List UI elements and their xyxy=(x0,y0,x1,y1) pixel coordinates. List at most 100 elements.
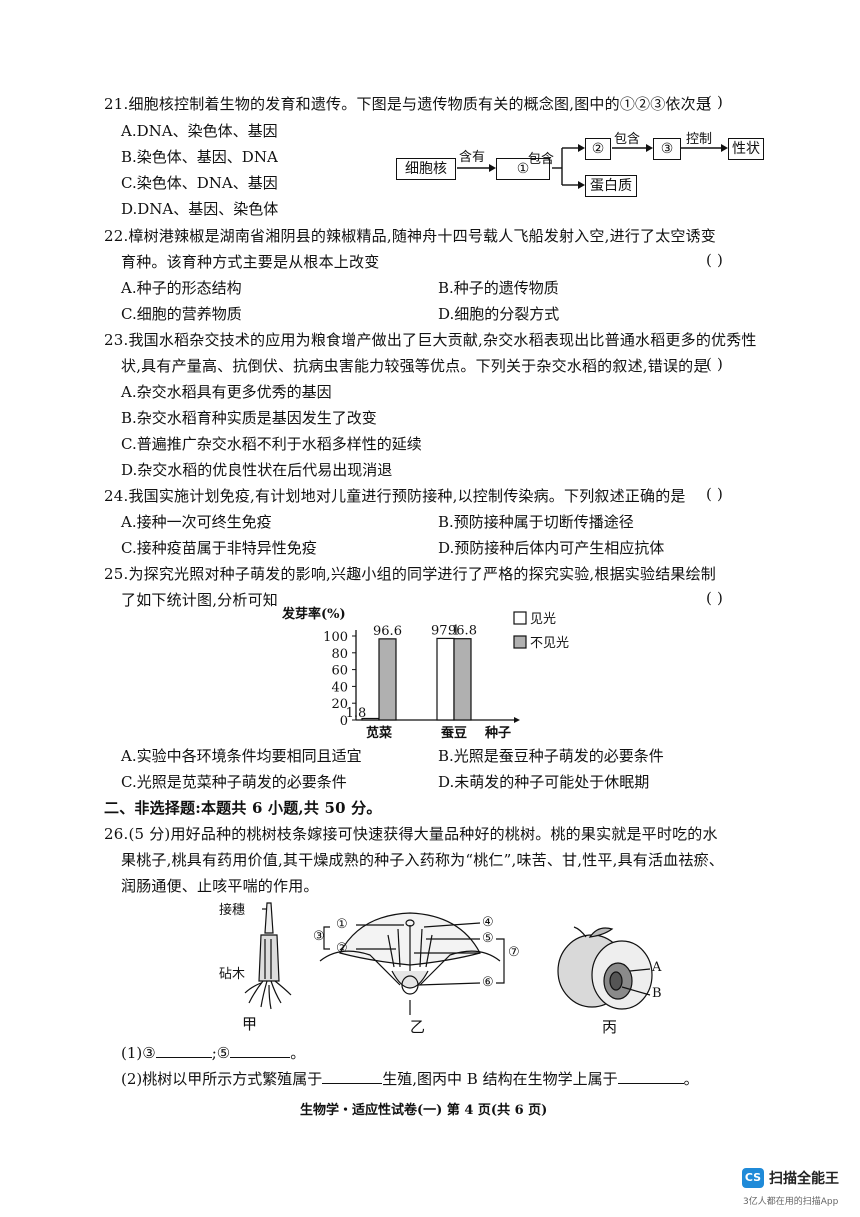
flower-illustration xyxy=(319,912,505,1015)
peach-label-b: B xyxy=(652,986,662,1001)
flower-label-3: ③ xyxy=(313,929,325,944)
q24-stem: 24.我国实施计划免疫,有计划地对儿童进行预防接种,以控制传染病。下列叙述正确的… xyxy=(104,487,686,505)
q26-sub2-part1: (2)桃树以甲所示方式繁殖属于 xyxy=(121,1070,323,1088)
contains-label-2: 包含 xyxy=(528,152,555,167)
data-label: 1.8 xyxy=(346,706,367,721)
flower-label-6: ⑥ xyxy=(482,975,494,990)
grafting-illustration xyxy=(244,902,292,1010)
protein-box: 蛋白质 xyxy=(585,175,637,197)
legend-swatch-见光 xyxy=(513,611,527,625)
q26-stem-line2: 果桃子,桃具有药用价值,其干燥成熟的种子入药称为“桃仁”,味苦、甘,性平,具有活… xyxy=(121,851,724,869)
y-tick-label: 0 xyxy=(340,714,348,729)
flower-label-7: ⑦ xyxy=(508,945,520,960)
q26-sub1-end: 。 xyxy=(290,1044,306,1062)
x-category-label: 蚕豆 xyxy=(440,726,467,741)
q25-stem-line2: 了如下统计图,分析可知 xyxy=(121,591,278,609)
q25-answer-paren: ( ) xyxy=(706,589,724,607)
data-label: 96.8 xyxy=(448,624,477,639)
circle-3-box: ③ xyxy=(653,138,681,160)
y-tick-label: 80 xyxy=(331,647,348,662)
legend-swatch-不见光 xyxy=(513,635,527,649)
q24-option-c: C.接种疫苗属于非特异性免疫 xyxy=(121,539,317,557)
bar-蚕豆-不见光 xyxy=(453,638,472,721)
data-label: 96.6 xyxy=(373,624,402,639)
q24-option-a: A.接种一次可终生免疫 xyxy=(121,513,272,531)
legend-label: 见光 xyxy=(530,612,556,627)
q22-option-a: A.种子的形态结构 xyxy=(121,279,242,297)
q21-option-a: A.DNA、染色体、基因 xyxy=(121,122,278,140)
peach-illustration xyxy=(557,926,653,1010)
x-axis-arrow xyxy=(514,717,520,723)
q25-option-c: C.光照是苋菜种子萌发的必要条件 xyxy=(121,773,347,791)
y-tick-label: 20 xyxy=(331,697,348,712)
q21-option-b: B.染色体、基因、DNA xyxy=(121,148,278,166)
contains-label-1: 含有 xyxy=(459,150,486,165)
answer-blank-structure[interactable] xyxy=(617,1069,684,1084)
flower-label-2: ② xyxy=(336,941,348,956)
flower-label-4: ④ xyxy=(482,915,494,930)
q21-option-c: C.染色体、DNA、基因 xyxy=(121,174,278,192)
q23-stem-line2: 状,具有产量高、抗倒伏、抗病虫害能力较强等优点。下列关于杂交水稻的叙述,错误的是 xyxy=(121,357,709,375)
q23-option-c: C.普遍推广杂交水稻不利于水稻多样性的延续 xyxy=(121,435,422,453)
q25-option-d: D.未萌发的种子可能处于休眠期 xyxy=(438,773,650,791)
section-2-heading: 二、非选择题:本题共 6 小题,共 50 分。 xyxy=(104,799,382,817)
camscanner-name: 扫描全能王 xyxy=(769,1171,839,1187)
q26-stem-line3: 润肠通便、止咳平喘的作用。 xyxy=(121,877,319,895)
control-label: 控制 xyxy=(686,132,713,147)
q22-option-c: C.细胞的营养物质 xyxy=(121,305,242,323)
flower-label-1: ① xyxy=(336,917,348,932)
q24-option-b: B.预防接种属于切断传播途径 xyxy=(438,513,634,531)
figure-yi-caption: 乙 xyxy=(410,1018,426,1036)
answer-blank-reproduction[interactable] xyxy=(322,1069,383,1084)
q22-answer-paren: ( ) xyxy=(706,251,724,269)
q23-stem-line1: 23.我国水稻杂交技术的应用为粮食增产做出了巨大贡献,杂交水稻表现出比普通水稻更… xyxy=(104,331,757,349)
scion-label: 接穗 xyxy=(219,903,246,918)
bar-蚕豆-见光 xyxy=(436,637,455,721)
q22-stem-line2: 育种。该育种方式主要是从根本上改变 xyxy=(121,253,380,271)
x-axis-title: 种子 xyxy=(484,725,511,741)
q21-diagram-lines xyxy=(457,144,728,189)
q26-sub2-end: 。 xyxy=(683,1070,699,1088)
nucleus-box: 细胞核 xyxy=(396,158,456,180)
answer-blank-3[interactable] xyxy=(155,1043,212,1058)
q25-stem-line1: 25.为探究光照对种子萌发的影响,兴趣小组的同学进行了严格的探究实验,根据实验结… xyxy=(104,565,716,583)
q21-answer-paren: ( ) xyxy=(706,93,724,111)
q26-sub2-part2: 生殖,图丙中 B 结构在生物学上属于 xyxy=(382,1070,618,1088)
q26-sub1-label-3: (1)③ xyxy=(121,1044,156,1062)
camscanner-tagline: 3亿人都在用的扫描App xyxy=(743,1197,839,1207)
q23-option-a: A.杂交水稻具有更多优秀的基因 xyxy=(121,383,332,401)
figure-jia-caption: 甲 xyxy=(242,1015,258,1033)
q23-answer-paren: ( ) xyxy=(706,355,724,373)
stock-label: 砧木 xyxy=(219,967,246,982)
y-tick-label: 40 xyxy=(331,680,348,695)
answer-blank-5[interactable] xyxy=(230,1043,291,1058)
data-label: 97.1 xyxy=(431,623,460,638)
y-tick-label: 100 xyxy=(323,630,348,645)
peach-label-a: A xyxy=(652,960,662,975)
page-footer: 生物学・适应性试卷(一) 第 4 页(共 6 页) xyxy=(300,1103,548,1118)
q26-sub1-label-5: ;⑤ xyxy=(211,1044,231,1062)
bar-苋菜-不见光 xyxy=(378,638,397,721)
y-axis-title: 发芽率(%) xyxy=(281,606,346,622)
q23-option-d: D.杂交水稻的优良性状在后代易出现消退 xyxy=(121,461,393,479)
q23-option-b: B.杂交水稻育种实质是基因发生了改变 xyxy=(121,409,377,427)
q22-stem-line1: 22.樟树港辣椒是湖南省湘阴县的辣椒精品,随神舟十四号载人飞船发射入空,进行了太… xyxy=(104,227,716,245)
q25-option-a: A.实验中各环境条件均要相同且适宜 xyxy=(121,747,362,765)
camscanner-logo-icon: CS xyxy=(742,1168,764,1188)
q22-option-d: D.细胞的分裂方式 xyxy=(438,305,560,323)
q26-sub1: (1)③ ;⑤ 。 xyxy=(121,1042,305,1063)
q21-option-d: D.DNA、基因、染色体 xyxy=(121,200,279,218)
q24-option-d: D.预防接种后体内可产生相应抗体 xyxy=(438,539,665,557)
q26-stem-line1: 26.(5 分)用好品种的桃树枝条嫁接可快速获得大量品种好的桃树。桃的果实就是平… xyxy=(104,825,718,843)
q21-stem: 21.细胞核控制着生物的发育和遗传。下图是与遗传物质有关的概念图,图中的①②③依… xyxy=(104,95,712,113)
trait-box: 性状 xyxy=(728,138,764,160)
circle-1-box: ① xyxy=(496,158,550,180)
flower-label-5: ⑤ xyxy=(482,931,494,946)
q24-answer-paren: ( ) xyxy=(706,485,724,503)
x-category-label: 苋菜 xyxy=(366,725,392,741)
circle-2-box: ② xyxy=(585,138,611,160)
y-tick-label: 60 xyxy=(331,664,348,679)
q26-sub2: (2)桃树以甲所示方式繁殖属于 生殖,图丙中 B 结构在生物学上属于 。 xyxy=(121,1068,699,1089)
q22-option-b: B.种子的遗传物质 xyxy=(438,279,559,297)
